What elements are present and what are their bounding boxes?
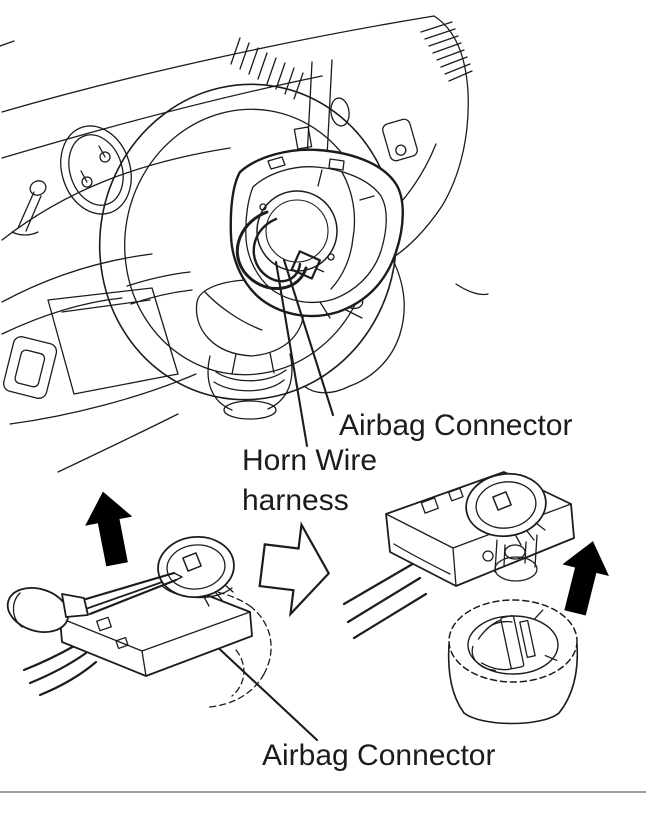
column-shroud — [204, 291, 293, 420]
bracket-line — [330, 237, 354, 290]
box-detail — [420, 497, 439, 514]
bottom-spoke — [269, 352, 275, 374]
box-detail — [96, 616, 112, 632]
pad-outline — [229, 148, 404, 318]
side-vent-slats — [420, 21, 473, 82]
dash-contour-line — [1, 297, 123, 335]
connector-wires — [352, 592, 428, 640]
a-pillar-inner-line — [1, 75, 323, 159]
wheel-hub — [195, 279, 305, 357]
detail-disconnect-left — [6, 491, 272, 708]
mount-bolt — [327, 253, 335, 261]
wiper-stalk — [11, 180, 47, 236]
label-horn-wire-line2: harness — [242, 484, 349, 517]
connector-lock-cap — [157, 536, 235, 607]
connector-wires — [38, 660, 98, 697]
left-spoke — [126, 271, 191, 287]
connector-lock-cap — [465, 472, 547, 546]
up-arrow-icon — [562, 541, 609, 616]
module-connector-stub — [290, 250, 325, 280]
connector-box — [59, 579, 253, 677]
screwdriver-tip — [173, 572, 183, 581]
bracket-tick — [317, 169, 323, 187]
wire-loop — [235, 210, 308, 290]
up-arrow-icon — [85, 491, 133, 567]
wire-loop — [252, 217, 302, 283]
pad-top-notch — [267, 156, 286, 170]
inflator-inner-circle — [265, 199, 329, 263]
socket-cylinder — [447, 599, 579, 725]
bracket-line — [341, 171, 356, 239]
pad-top-notch — [328, 158, 345, 171]
pad-inner-frame — [245, 166, 387, 304]
dash-brow-line — [1, 147, 231, 241]
a-pillar-outer-line — [1, 15, 435, 113]
screwdriver-shaft — [88, 578, 178, 616]
connector-wires — [28, 651, 88, 685]
label-airbag-connector-bottom: Airbag Connector — [262, 739, 496, 772]
label-airbag-connector-top: Airbag Connector — [339, 409, 573, 442]
screwdriver-ferrule — [61, 593, 89, 618]
defroster-vent-slats — [230, 37, 304, 100]
label-horn-wire-line1: Horn Wire — [242, 444, 378, 477]
transition-arrow-icon — [258, 521, 331, 618]
leader-line-airbag-connector-top — [282, 258, 335, 417]
right-dash-panel — [303, 15, 489, 394]
screwdriver-shaft — [84, 571, 176, 601]
wheel-outer-rim — [98, 83, 398, 401]
bracket-tick — [359, 195, 375, 201]
screwdriver — [6, 571, 183, 633]
connector-wires — [342, 560, 418, 606]
airbag-module — [229, 148, 404, 319]
left-spoke — [130, 289, 193, 305]
box-detail — [115, 636, 129, 650]
detail-disconnect-right — [342, 471, 609, 725]
corner-tick — [0, 40, 15, 47]
label-horn-wire-harness: Horn Wire harness — [242, 441, 377, 521]
clip-tick — [319, 301, 331, 319]
knee-panel — [2, 287, 197, 473]
instrument-cluster — [60, 125, 132, 215]
connector-wires — [22, 643, 78, 672]
dash-contour-line — [1, 253, 153, 303]
leader-line-horn-wire — [274, 260, 309, 448]
mount-bolt — [259, 203, 267, 211]
bottom-spoke — [231, 353, 237, 375]
box-detail — [448, 487, 464, 502]
screwdriver-handle — [6, 587, 70, 633]
lock-latch — [482, 534, 538, 582]
connector-wires — [346, 576, 422, 624]
